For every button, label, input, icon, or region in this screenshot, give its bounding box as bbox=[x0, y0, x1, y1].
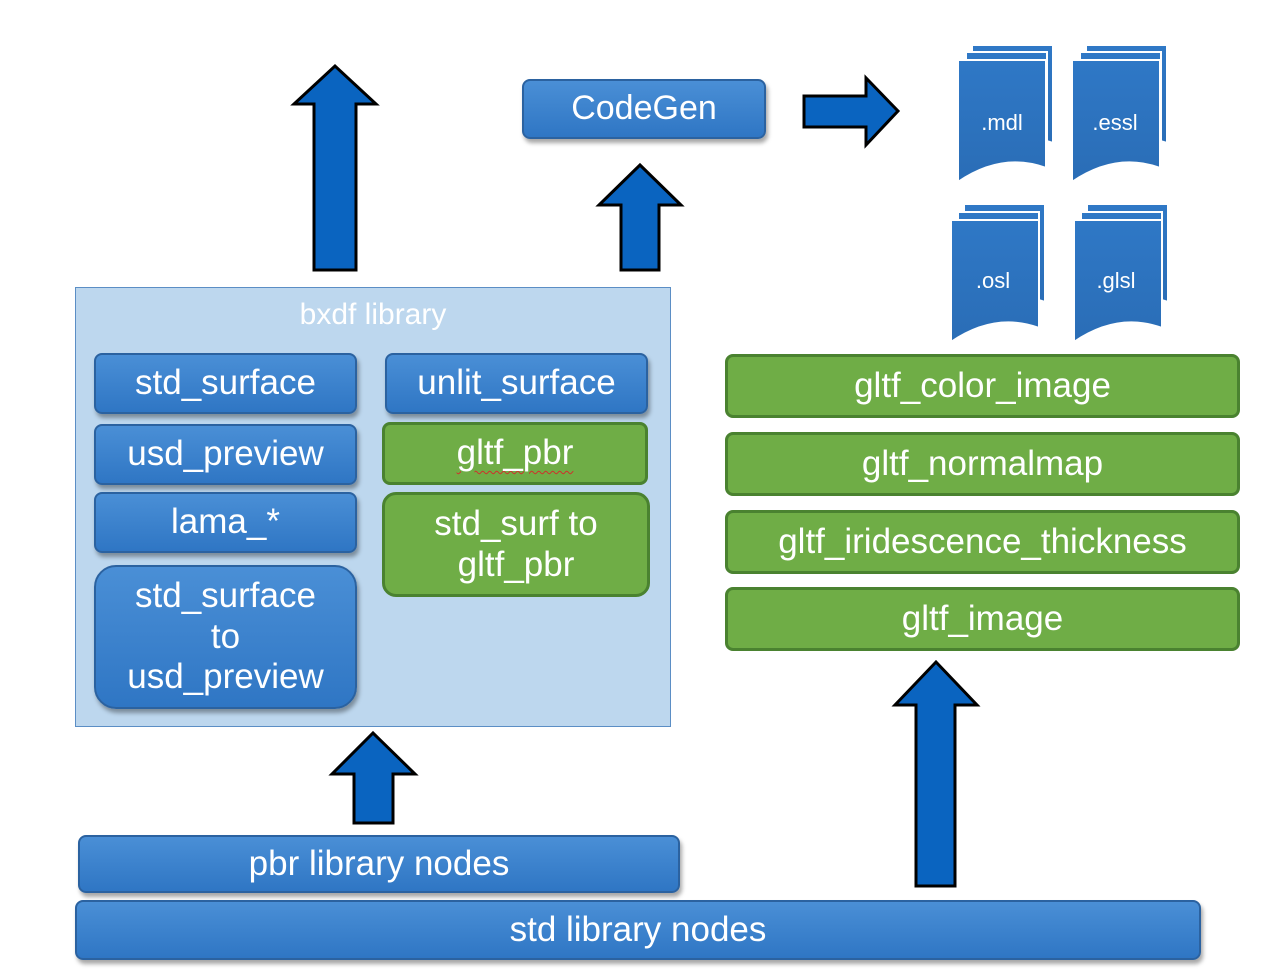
std-surface-node[interactable]: std_surface bbox=[94, 353, 357, 414]
std-surface-to-usd-preview-node[interactable]: std_surface to usd_preview bbox=[94, 565, 357, 709]
file-label-mdl: .mdl bbox=[981, 110, 1023, 135]
unlit-surface-node[interactable]: unlit_surface bbox=[385, 353, 648, 414]
document-stack-essl-icon bbox=[1071, 44, 1168, 184]
document-stack-glsl-icon bbox=[1073, 203, 1169, 344]
gltf-pbr-node[interactable]: gltf_pbr bbox=[382, 422, 648, 485]
file-label-essl: .essl bbox=[1092, 110, 1138, 135]
bxdf-library-title: bxdf library bbox=[299, 298, 447, 331]
gltf-image-node[interactable]: gltf_image bbox=[725, 587, 1240, 651]
arrow-up-codegen bbox=[595, 162, 685, 272]
lama-node[interactable]: lama_* bbox=[94, 492, 357, 553]
pbr-library-nodes[interactable]: pbr library nodes bbox=[78, 835, 680, 893]
std-surf-to-gltf-line-2: gltf_pbr bbox=[457, 544, 575, 584]
gltf-pbr-label: gltf_pbr bbox=[456, 433, 574, 473]
codegen-box[interactable]: CodeGen bbox=[522, 79, 766, 139]
std-surf-to-gltf-pbr-node[interactable]: std_surf to gltf_pbr bbox=[382, 492, 650, 597]
std-to-usd-line-3: usd_preview bbox=[127, 657, 324, 697]
gltf-iridescence-thickness-node[interactable]: gltf_iridescence_thickness bbox=[725, 510, 1240, 574]
document-stack-osl-icon bbox=[950, 203, 1046, 344]
std-to-usd-line-2: to bbox=[210, 616, 241, 656]
arrow-up-left bbox=[290, 63, 380, 272]
std-library-nodes[interactable]: std library nodes bbox=[75, 900, 1201, 960]
arrow-up-gltf bbox=[891, 659, 981, 888]
document-stack-mdl-icon bbox=[957, 44, 1054, 184]
std-surf-to-gltf-line-1: std_surf to bbox=[434, 503, 598, 543]
arrow-up-bxdf bbox=[328, 730, 419, 825]
gltf-normalmap-node[interactable]: gltf_normalmap bbox=[725, 432, 1240, 496]
file-label-osl: .osl bbox=[975, 268, 1011, 293]
gltf-color-image-node[interactable]: gltf_color_image bbox=[725, 354, 1240, 418]
usd-preview-node[interactable]: usd_preview bbox=[94, 424, 357, 485]
std-to-usd-line-1: std_surface bbox=[135, 575, 316, 615]
file-label-glsl: .glsl bbox=[1096, 268, 1136, 293]
arrow-right-outputs bbox=[802, 74, 901, 149]
